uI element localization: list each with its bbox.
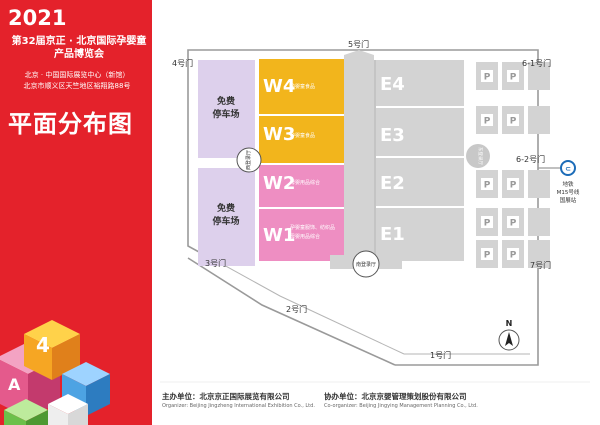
parking-p-badge bbox=[507, 70, 519, 82]
central-notch-n bbox=[344, 50, 374, 55]
hall-e1-code: E1 bbox=[380, 224, 405, 245]
compass-label: N bbox=[506, 319, 513, 328]
parking-p-marker: P bbox=[510, 73, 517, 83]
hall-w3[interactable] bbox=[259, 116, 344, 164]
gate-2-label: 2号门 bbox=[286, 304, 307, 314]
parking-south[interactable] bbox=[198, 168, 255, 266]
hall-w1-desc-2: 母婴用品综合 bbox=[290, 233, 320, 240]
organizer-en: Organizer: Beijing Jingzheng Internation… bbox=[162, 403, 315, 409]
parking-p-marker: P bbox=[510, 117, 517, 127]
venue-address: 北京市顺义区天竺地区裕翔路88号 bbox=[23, 82, 131, 90]
parking-p-badge bbox=[507, 248, 519, 260]
floor-plan-map: 免费 停车场 免费 停车场 W4 孕婴童食品 W3 孕婴童食品 W2 母婴用品综… bbox=[160, 39, 590, 383]
hall-e-connector bbox=[374, 60, 376, 261]
parking-p-badge bbox=[481, 114, 493, 126]
svg-text:A: A bbox=[8, 375, 21, 394]
hall-e3-code: E3 bbox=[380, 125, 405, 146]
metro-icon-glyph: ⊂ bbox=[565, 165, 571, 173]
gate-7-label: 7号门 bbox=[530, 260, 551, 270]
parking-p-marker: P bbox=[484, 117, 491, 127]
hall-w2-code: W2 bbox=[263, 173, 295, 194]
venue-name: 北京 · 中国国际展览中心（新馆） bbox=[24, 71, 130, 79]
road-inner bbox=[203, 253, 530, 355]
decorative-cubes: 4 A bbox=[0, 320, 110, 425]
co-organizer-label: 协办单位：北京京婴管理策划股份有限公司 bbox=[324, 392, 467, 401]
parking-north-label-2: 停车场 bbox=[212, 108, 239, 120]
gate-4-label: 4号门 bbox=[172, 58, 193, 68]
organizer-label: 主办单位：北京京正国际展览有限公司 bbox=[162, 392, 290, 401]
road-southwest bbox=[187, 257, 396, 366]
hall-e2[interactable] bbox=[376, 158, 464, 206]
parking-south-label-1: 免费 bbox=[217, 202, 235, 214]
hall-w4-code: W4 bbox=[263, 76, 295, 97]
west-lobby-label: 西登录厅 bbox=[245, 150, 252, 170]
hall-w1-desc-1: 孕婴童服饰、纺织品 bbox=[290, 224, 335, 231]
parking-north-label-1: 免费 bbox=[217, 95, 235, 107]
parking-p-badge bbox=[481, 178, 493, 190]
gate-6-2-label: 6-2号门 bbox=[516, 154, 545, 164]
hall-e3[interactable] bbox=[376, 108, 464, 156]
parking-south-label-2: 停车场 bbox=[212, 215, 239, 227]
parking-p-marker: P bbox=[484, 219, 491, 229]
parking-p-marker: P bbox=[484, 251, 491, 261]
event-title-line2: 产品博览会 bbox=[54, 49, 104, 60]
gate-3-label: 3号门 bbox=[205, 258, 226, 268]
parking-north[interactable] bbox=[198, 60, 255, 158]
east-lobby-label: 东登录厅 bbox=[477, 147, 484, 165]
hall-w1[interactable] bbox=[259, 208, 344, 261]
map-panel: 免费 停车场 免费 停车场 W4 孕婴童食品 W3 孕婴童食品 W2 母婴用品综… bbox=[152, 0, 600, 425]
hall-w4[interactable] bbox=[259, 59, 344, 114]
south-lobby[interactable] bbox=[352, 250, 380, 278]
parking-p-marker: P bbox=[510, 219, 517, 229]
east-parking-lot[interactable] bbox=[528, 106, 550, 134]
west-lobby[interactable] bbox=[236, 147, 262, 173]
parking-p-badge bbox=[481, 248, 493, 260]
east-lobby[interactable] bbox=[466, 144, 490, 168]
hall-w3-desc: 孕婴童食品 bbox=[290, 132, 315, 139]
central-corridor bbox=[344, 55, 374, 265]
parking-p-badge bbox=[481, 70, 493, 82]
metro-label-1: 地铁 bbox=[562, 180, 574, 188]
svg-text:4: 4 bbox=[36, 333, 50, 357]
parking-p-marker: P bbox=[510, 181, 517, 191]
metro-icon[interactable] bbox=[560, 160, 576, 176]
parking-p-badge bbox=[507, 114, 519, 126]
event-title-line1: 第32届京正 · 北京国际孕婴童 bbox=[11, 36, 147, 47]
hall-e4[interactable] bbox=[376, 60, 464, 106]
parking-p-marker: P bbox=[484, 181, 491, 191]
south-lobby-label: 南登录厅 bbox=[356, 261, 376, 268]
hall-w1-code: W1 bbox=[263, 225, 295, 246]
venue-info: 北京 · 中国国际展览中心（新馆） 北京市顺义区天竺地区裕翔路88号 bbox=[4, 70, 150, 92]
east-parking-lot[interactable] bbox=[528, 170, 550, 198]
gate-6-1-label: 6-1号门 bbox=[522, 58, 551, 68]
co-organizer-en: Co-organizer: Beijing Jingying Managemen… bbox=[324, 403, 478, 409]
plan-title: 平面分布图 bbox=[8, 110, 133, 138]
east-parking-lot[interactable] bbox=[528, 62, 550, 90]
east-parking-grid[interactable]: P P P P P P P P P P bbox=[476, 62, 550, 268]
parking-p-badge bbox=[507, 178, 519, 190]
compass-icon bbox=[498, 329, 520, 351]
road-north bbox=[187, 49, 539, 366]
parking-p-marker: P bbox=[484, 73, 491, 83]
event-year: 2021 bbox=[8, 6, 67, 30]
east-parking-lot[interactable] bbox=[528, 240, 550, 268]
parking-p-badge bbox=[507, 216, 519, 228]
hall-e4-code: E4 bbox=[380, 74, 405, 95]
hall-e1[interactable] bbox=[376, 208, 464, 261]
left-banner: 2021 第32届京正 · 北京国际孕婴童 产品博览会 北京 · 中国国际展览中… bbox=[0, 0, 152, 425]
hall-w4-desc: 孕婴童食品 bbox=[290, 83, 315, 90]
hall-w2[interactable] bbox=[259, 164, 344, 208]
hall-w3-code: W3 bbox=[263, 124, 295, 145]
east-parking-lot[interactable] bbox=[528, 208, 550, 236]
parking-p-badge bbox=[481, 216, 493, 228]
event-title: 第32届京正 · 北京国际孕婴童 产品博览会 bbox=[8, 35, 150, 61]
hall-w2-desc: 母婴用品综合 bbox=[290, 179, 320, 186]
metro-label-3: 国展站 bbox=[560, 196, 577, 204]
gate-1-label: 1号门 bbox=[430, 350, 451, 360]
hall-e2-code: E2 bbox=[380, 173, 405, 194]
gate-5-label: 5号门 bbox=[348, 39, 369, 49]
metro-label-2: M15号线 bbox=[557, 188, 580, 196]
parking-p-marker: P bbox=[510, 251, 517, 261]
